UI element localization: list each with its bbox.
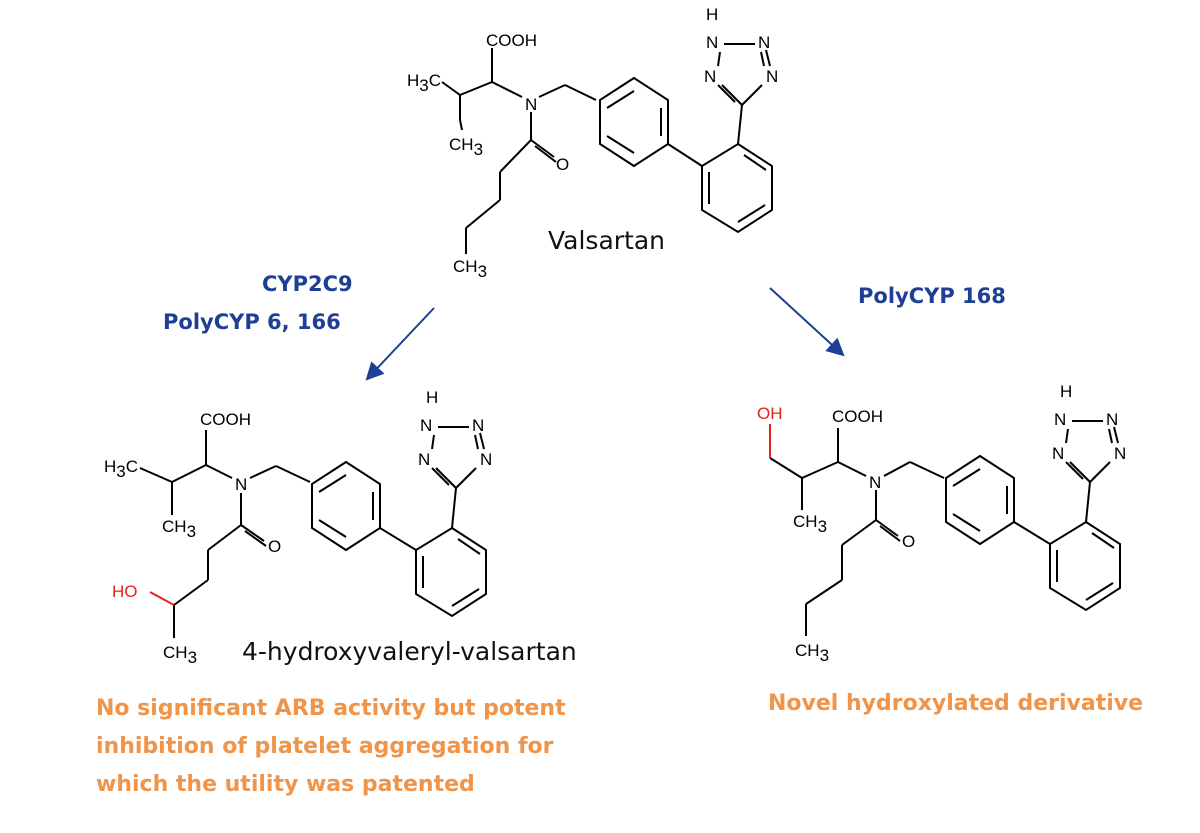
atom-label: COOH bbox=[486, 31, 537, 50]
hydroxylated-derivative-structure bbox=[769, 420, 1121, 636]
atom-label: N bbox=[704, 67, 716, 86]
atom-label: H bbox=[426, 388, 438, 407]
valsartan-structure bbox=[441, 43, 773, 254]
valsartan-name: Valsartan bbox=[548, 226, 666, 255]
atom-label: N bbox=[1114, 444, 1126, 463]
hydroxyvaleryl-atom-labels: COOH H3C CH3 N O HO CH3 H N N N N bbox=[104, 388, 492, 667]
atom-label: N bbox=[235, 475, 247, 494]
atom-label: N bbox=[525, 95, 537, 114]
hydroxyvaleryl-valsartan-name: 4-hydroxyvaleryl-valsartan bbox=[242, 637, 577, 666]
atom-label: H bbox=[706, 5, 718, 24]
hydroxyl-bond bbox=[149, 591, 175, 606]
note-left-line3: which the utility was patented bbox=[96, 772, 475, 797]
atom-label: N bbox=[1054, 410, 1066, 429]
atom-label: N bbox=[758, 33, 770, 52]
atom-label: CH3 bbox=[162, 517, 196, 541]
valsartan-atom-labels: COOH H3C CH3 N O CH3 H N N N N bbox=[407, 5, 778, 281]
atom-label: N bbox=[1052, 444, 1064, 463]
atom-label: CH3 bbox=[453, 257, 487, 281]
atom-label: N bbox=[480, 450, 492, 469]
atom-label: N bbox=[1106, 410, 1118, 429]
enzyme-right: PolyCYP 168 bbox=[858, 284, 1006, 308]
atom-label: CH3 bbox=[163, 643, 197, 667]
atom-label: H bbox=[1060, 382, 1072, 401]
enzyme-left-line1: CYP2C9 bbox=[262, 272, 353, 296]
atom-label: COOH bbox=[200, 410, 251, 429]
atom-label: CH3 bbox=[449, 135, 483, 159]
note-right: Novel hydroxylated derivative bbox=[768, 691, 1144, 716]
atom-label: H3C bbox=[104, 457, 138, 481]
atom-label: N bbox=[472, 416, 484, 435]
arrow-to-left-product bbox=[365, 307, 435, 381]
atom-label: O bbox=[556, 155, 569, 174]
atom-label: N bbox=[766, 67, 778, 86]
arrow-to-right-product bbox=[769, 287, 845, 357]
atom-label: N bbox=[869, 473, 881, 492]
enzyme-left-line2: PolyCYP 6, 166 bbox=[163, 310, 341, 334]
atom-label: O bbox=[268, 537, 281, 556]
atom-label: H3C bbox=[407, 71, 441, 95]
atom-label: CH3 bbox=[793, 512, 827, 536]
atom-label: O bbox=[902, 532, 915, 551]
atom-label: N bbox=[418, 450, 430, 469]
hydroxyl-label: OH bbox=[757, 404, 783, 423]
hydroxylated-derivative-atom-labels: OH COOH CH3 N O CH3 H N N N N bbox=[757, 382, 1126, 665]
atom-label: CH3 bbox=[795, 641, 829, 665]
hydroxyl-label: HO bbox=[112, 582, 138, 601]
atom-label: COOH bbox=[832, 407, 883, 426]
note-left-line2: inhibition of platelet aggregation for bbox=[96, 734, 554, 759]
atom-label: N bbox=[706, 33, 718, 52]
atom-label: N bbox=[420, 416, 432, 435]
hydroxyvaleryl-structure bbox=[139, 426, 487, 638]
note-left-line1: No significant ARB activity but potent bbox=[96, 696, 566, 721]
